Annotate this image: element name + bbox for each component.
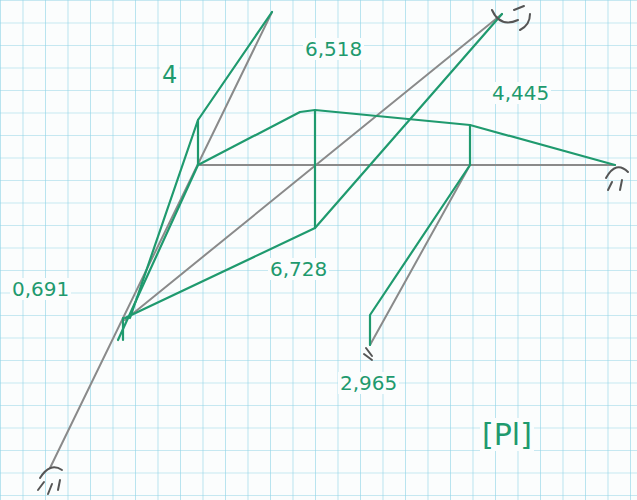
unit-label: [Pl] [480,418,534,451]
supports [38,6,628,494]
moment-value: 0,691 [10,278,71,300]
structure [50,12,615,468]
moment-value: 6,518 [303,38,364,60]
moment-value: 2,965 [338,372,399,394]
moment-value: 4 [160,62,179,88]
moment-value: 4,445 [490,82,551,104]
moment-value: 6,728 [268,258,329,280]
moment-lines [118,12,615,345]
